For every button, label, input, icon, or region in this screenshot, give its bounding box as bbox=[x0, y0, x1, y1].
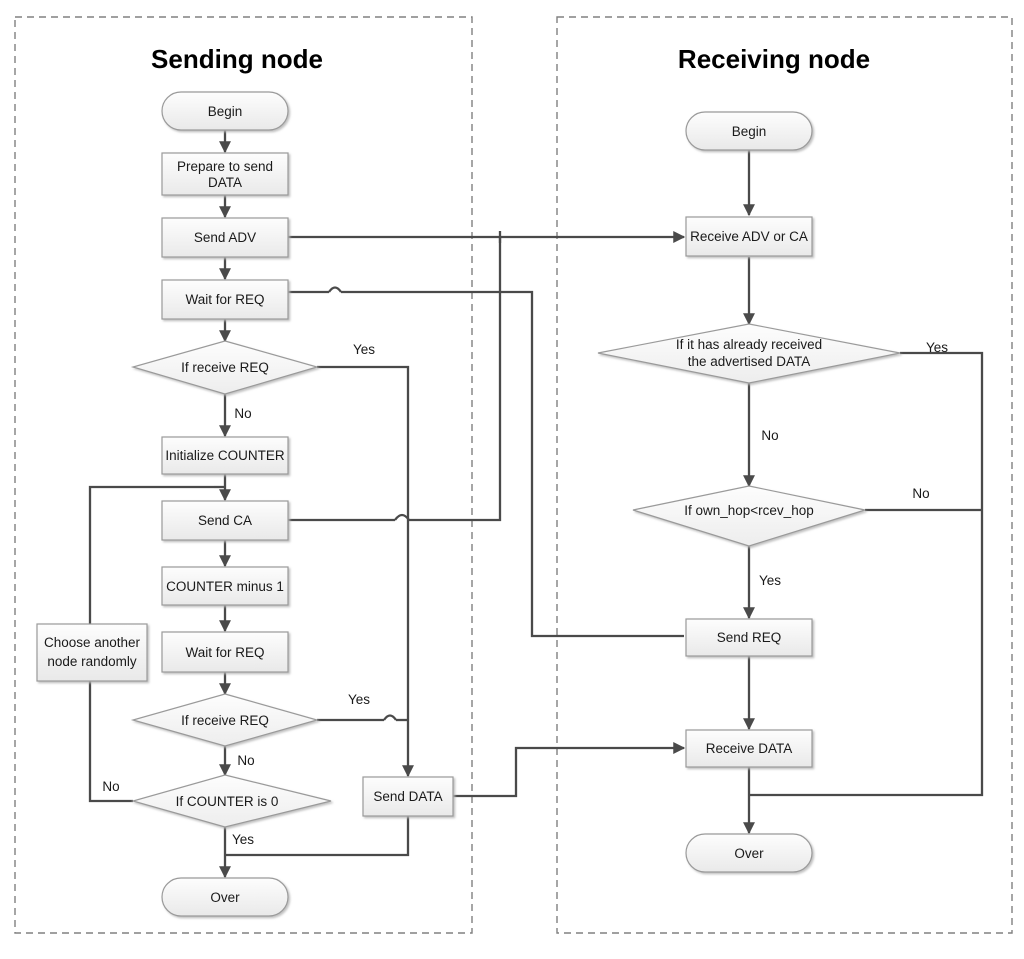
edge-label-ifreq1-yes: Yes bbox=[353, 342, 375, 357]
node-label: If own_hop<rcev_hop bbox=[684, 503, 813, 518]
node-label-line1: Choose another bbox=[44, 635, 141, 650]
edge-label-ifcounter-yes: Yes bbox=[232, 832, 254, 847]
node-s-counter-minus-1[interactable]: COUNTER minus 1 bbox=[161, 566, 289, 606]
node-label: If COUNTER is 0 bbox=[176, 794, 279, 809]
node-s-begin[interactable]: Begin bbox=[161, 91, 289, 131]
edge-sendreq-hop bbox=[328, 286, 342, 293]
edge-sendca-mid bbox=[409, 243, 502, 522]
node-s-if-counter-is-0[interactable]: If COUNTER is 0 bbox=[130, 774, 332, 828]
node-label: Receive ADV or CA bbox=[690, 229, 808, 244]
node-r-begin[interactable]: Begin bbox=[685, 111, 813, 151]
edge-sendreq-to-wait1 bbox=[341, 290, 684, 638]
edge-label-ifhop-yes: Yes bbox=[759, 573, 781, 588]
node-r-receive-data[interactable]: Receive DATA bbox=[685, 729, 813, 768]
edge-ifreq1-yes-to-senddata bbox=[317, 365, 414, 778]
node-label-line1: Prepare to send bbox=[177, 159, 273, 174]
panel-title-receiving: Receiving node bbox=[678, 44, 870, 74]
edge-label-ifcounter-no: No bbox=[102, 779, 119, 794]
node-label: Initialize COUNTER bbox=[165, 448, 285, 463]
node-s-over[interactable]: Over bbox=[161, 877, 289, 917]
node-label-line2: DATA bbox=[208, 175, 242, 190]
node-label-line2: node randomly bbox=[47, 654, 137, 669]
node-s-if-receive-req-2[interactable]: If receive REQ bbox=[130, 693, 320, 747]
node-r-if-already-received[interactable]: If it has already received the advertise… bbox=[597, 323, 901, 384]
node-label-line1: If it has already received bbox=[676, 337, 822, 352]
node-s-if-receive-req-1[interactable]: If receive REQ bbox=[130, 340, 320, 395]
edge-label-ifreq2-yes: Yes bbox=[348, 692, 370, 707]
node-label: Begin bbox=[732, 124, 767, 139]
node-s-wait-1[interactable]: Wait for REQ bbox=[161, 279, 289, 320]
node-label: Over bbox=[734, 846, 764, 861]
receiving-node-frame bbox=[556, 16, 1013, 934]
edge-sendca-hop1 bbox=[394, 513, 410, 521]
node-r-receive-adv-or-ca[interactable]: Receive ADV or CA bbox=[685, 216, 813, 257]
node-s-send-adv[interactable]: Send ADV bbox=[161, 217, 289, 258]
node-r-send-req[interactable]: Send REQ bbox=[685, 618, 813, 657]
node-label: Send CA bbox=[198, 513, 252, 528]
node-s-prepare[interactable]: Prepare to send DATA bbox=[161, 152, 289, 196]
node-label: Begin bbox=[208, 104, 243, 119]
edge-ifreq2-yes-hop bbox=[383, 714, 397, 721]
sending-node-frame bbox=[14, 16, 473, 934]
node-s-send-ca[interactable]: Send CA bbox=[161, 500, 289, 541]
edge-label-ifreq1-no: No bbox=[234, 406, 251, 421]
edge-senddata-to-recvdata bbox=[453, 742, 686, 798]
edge-senddata-to-over-join bbox=[225, 816, 410, 857]
edge-label-ifreq2-no: No bbox=[237, 753, 254, 768]
node-label: Wait for REQ bbox=[185, 292, 264, 307]
node-label-line2: the advertised DATA bbox=[688, 354, 811, 369]
node-label: COUNTER minus 1 bbox=[166, 579, 284, 594]
node-s-initialize-counter[interactable]: Initialize COUNTER bbox=[161, 436, 289, 475]
node-label: If receive REQ bbox=[181, 360, 269, 375]
node-label: Send REQ bbox=[717, 630, 782, 645]
edge-label-ifrecvd-no: No bbox=[761, 428, 778, 443]
panel-title-sending: Sending node bbox=[151, 44, 323, 74]
node-s-send-data[interactable]: Send DATA bbox=[362, 776, 454, 817]
edge-label-ifhop-no: No bbox=[912, 486, 929, 501]
edge-ifrecvd-yes-right bbox=[749, 351, 984, 797]
node-label: Receive DATA bbox=[706, 741, 793, 756]
node-s-wait-2[interactable]: Wait for REQ bbox=[161, 631, 289, 673]
node-s-choose-another-node[interactable]: Choose another node randomly bbox=[36, 623, 148, 682]
node-r-over[interactable]: Over bbox=[685, 833, 813, 873]
edge-label-ifrecvd-yes: Yes bbox=[926, 340, 948, 355]
node-label: Over bbox=[210, 890, 240, 905]
node-label: If receive REQ bbox=[181, 713, 269, 728]
node-r-if-own-hop[interactable]: If own_hop<rcev_hop bbox=[632, 485, 866, 547]
node-label: Wait for REQ bbox=[185, 645, 264, 660]
node-label: Send DATA bbox=[373, 789, 442, 804]
node-label: Send ADV bbox=[194, 230, 256, 245]
